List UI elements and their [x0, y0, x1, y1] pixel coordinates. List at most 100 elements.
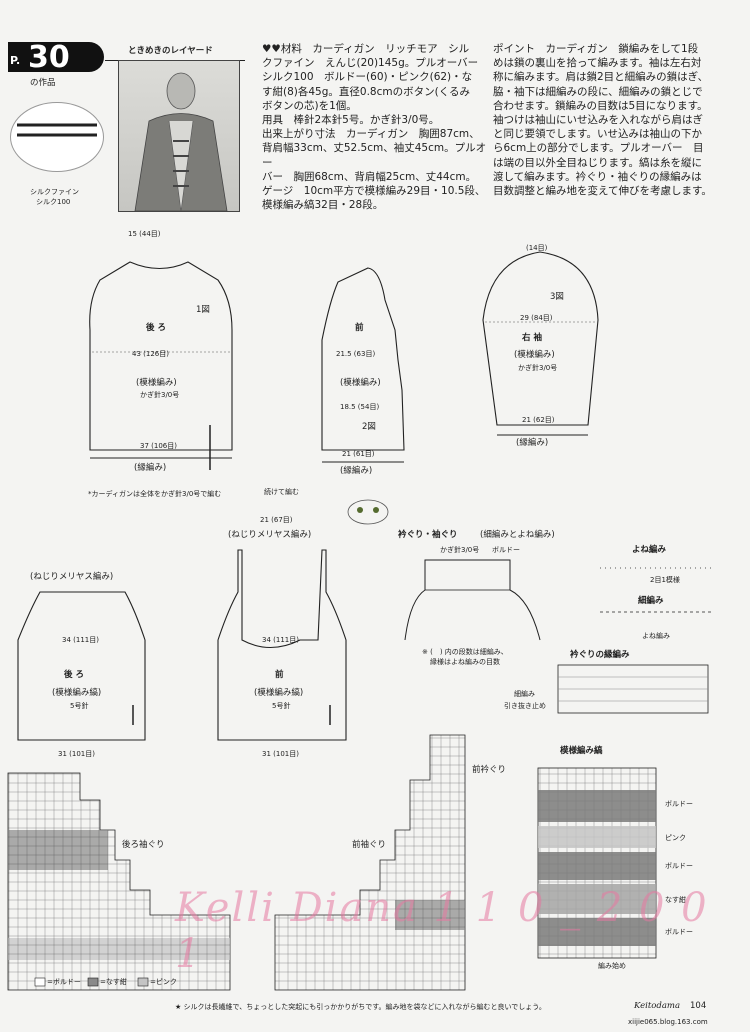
points-block: ポイント カーディガン 鎖編みをして1段 めは鎖の裏山を拾って編みます。袖は左右… — [493, 42, 718, 198]
fig-2: 2図 — [362, 422, 376, 432]
front-hem: 21 (61目) — [342, 450, 375, 458]
yone-title: よね編み — [632, 545, 667, 555]
sleeve-top: (14目) — [526, 244, 548, 252]
pattern-title: ときめきのレイヤード — [128, 46, 213, 56]
edge-chart — [557, 664, 709, 714]
work-label: の作品 — [30, 78, 56, 88]
materials-line: シルク100 ボルドー(60)・ピンク(62)・な — [262, 71, 473, 84]
sleeve-pattern: (模様編み) — [514, 350, 555, 360]
back-pattern: (模様編み) — [136, 378, 177, 388]
materials-block: ♥♥材料 カーディガン リッチモア シル クファイン えんじ(20)145g。プ… — [262, 42, 487, 212]
neck-note-2: 縁様はよね編みの目数 — [430, 658, 500, 666]
fig-1: 1図 — [196, 305, 210, 315]
points-line: 脇・袖下は細編みの段に、細編みの鎖とじで — [493, 85, 703, 98]
model-photo — [118, 60, 240, 212]
front-mid: 18.5 (54目) — [340, 403, 380, 411]
page-number: 104 — [690, 1001, 707, 1011]
neckline-box — [424, 559, 511, 591]
yone-label: よね編み — [642, 632, 670, 640]
page-prefix: P. — [10, 54, 21, 67]
materials-line: ゲージ 10cm平方で模様編み29目・10.5段、 — [262, 185, 486, 198]
sleeve-label: 右 袖 — [522, 333, 542, 343]
yarn-swatch — [10, 102, 104, 172]
sleeve-width: 29 (84目) — [520, 314, 553, 322]
fig-3: 3図 — [550, 292, 564, 302]
back-label: 後 ろ — [146, 323, 166, 333]
po-front-needle: 5号針 — [272, 702, 291, 710]
po-front-rib: (ねじりメリヤス編み) — [228, 530, 312, 540]
po-back-label: 後 ろ — [64, 670, 84, 680]
yone-repeat: 2目1模様 — [650, 576, 680, 584]
legend-pink: =ピンク — [150, 978, 177, 986]
legend-swatch-bordeaux — [34, 977, 46, 987]
materials-line: ♥♥材料 カーディガン リッチモア シル — [262, 43, 470, 55]
brand: Keitodama — [634, 1001, 681, 1011]
back-edge: (縁編み) — [134, 463, 167, 473]
points-line: 渡して編みます。衿ぐり・袖ぐりの縁編みは — [493, 170, 702, 183]
back-hook: かぎ針3/0号 — [140, 391, 180, 399]
watermark: Kelli Diana 1 1 0 _ 2 0 0 1 — [175, 885, 709, 977]
footer-note: ★ シルクは長繊維で、ちょっとした突起にも引っかかりがちです。編み地を袋などに入… — [175, 1003, 546, 1011]
neck-subtitle: (細編みとよね編み) — [480, 530, 555, 540]
sleeve-hook: かぎ針3/0号 — [518, 364, 558, 372]
points-line: ら6cm上の部分でします。プルオーバー 目 — [493, 142, 704, 155]
front-width: 21.5 (63目) — [336, 350, 376, 358]
materials-line: 用具 棒針2本針5号。かぎ針3/0号。 — [262, 114, 440, 127]
edge-title: 衿ぐりの縁編み — [570, 650, 630, 660]
back-top: 15 (44目) — [128, 230, 161, 238]
points-line: ポイント カーディガン 鎖編みをして1段 — [493, 43, 699, 55]
materials-line: す紺(8)各45g。直径0.8cmのボタン(くるみ — [262, 85, 470, 98]
po-back-width: 31 (101目) — [58, 750, 95, 758]
stripe-color-5: ボルドー — [665, 928, 693, 936]
hoso-title: 細編み — [638, 596, 664, 606]
pullover-front-outline — [217, 549, 347, 741]
pullover-back-outline — [17, 591, 146, 741]
front-note: 続けて編む — [264, 488, 299, 496]
start-label: 編み始め — [598, 962, 626, 970]
sleeve-hem: 21 (62目) — [522, 416, 555, 424]
points-line: 合わせます。鎖編みの目数は5目になります。 — [493, 99, 708, 112]
points-line: めは鎖の裏山を拾って編みます。袖は左右対 — [493, 57, 702, 70]
legend-navy: =なす紺 — [100, 978, 127, 986]
back-armhole-band-1 — [8, 830, 108, 870]
front-neck-label: 前衿ぐり — [472, 765, 507, 775]
po-back-needle: 5号針 — [70, 702, 89, 710]
back-armhole-label: 後ろ袖ぐり — [122, 840, 165, 850]
points-line: は端の目以外全目ねじります。縞は糸を縦に — [493, 156, 702, 169]
stripe-title: 模様編み縞 — [560, 746, 603, 756]
po-front-pattern: (模様編み縞) — [254, 688, 304, 698]
po-front-width: 31 (101目) — [262, 750, 299, 758]
legend-swatch-navy — [87, 977, 99, 987]
front-pattern: (模様編み) — [340, 378, 381, 388]
neck-hook: かぎ針3/0号 — [440, 546, 480, 554]
po-back-mid: 34 (111目) — [62, 636, 99, 644]
po-back-rib: (ねじりメリヤス編み) — [30, 572, 114, 582]
po-front-mid: 34 (111目) — [262, 636, 299, 644]
points-line: 袖つけは袖山にいせ込みを入れながら肩はぎ — [493, 114, 703, 127]
points-line: 目数調整と編み地を変えて伸びを考慮します。 — [493, 185, 712, 198]
front-edge: (縁編み) — [340, 466, 373, 476]
neck-title: 衿ぐり・袖ぐり — [398, 530, 458, 540]
neckline-detail — [404, 559, 541, 641]
po-back-pattern: (模様編み縞) — [52, 688, 102, 698]
pattern-number-badge — [8, 42, 104, 72]
stripe-color-3: ボルドー — [665, 862, 693, 870]
materials-line: クファイン えんじ(20)145g。プルオーバー — [262, 57, 479, 70]
front-armhole-label: 前袖ぐり — [352, 840, 387, 850]
cardigan-note: *カーディガンは全体をかぎ針3/0号で編む — [88, 490, 222, 498]
neck-color: ボルドー — [492, 546, 520, 554]
po-top: 21 (67目) — [260, 516, 293, 524]
front-label: 前 — [355, 323, 364, 333]
points-line: と同じ要領でします。いせ込みは袖山の下か — [493, 128, 702, 141]
materials-line: 出来上がり寸法 カーディガン 胸囲87cm、 — [262, 128, 480, 141]
materials-line: 模様編み縞32目・28段。 — [262, 199, 384, 212]
credit-url: xiijie065.blog.163.com — [628, 1018, 708, 1026]
legend-swatch-pink — [137, 977, 149, 987]
materials-line: ボタンの芯)を1個。 — [262, 99, 357, 112]
hoso-label: 細編み — [514, 690, 535, 698]
sleeve-edge: (縁編み) — [516, 438, 549, 448]
materials-line: バー 胸囲68cm、背肩幅25cm、丈44cm。 — [262, 170, 477, 183]
legend-bordeaux: =ボルドー — [47, 978, 81, 986]
stripe-color-1: ボルドー — [665, 800, 693, 808]
neck-note-1: ※ ( ) 内の段数は細編み、 — [422, 648, 508, 656]
